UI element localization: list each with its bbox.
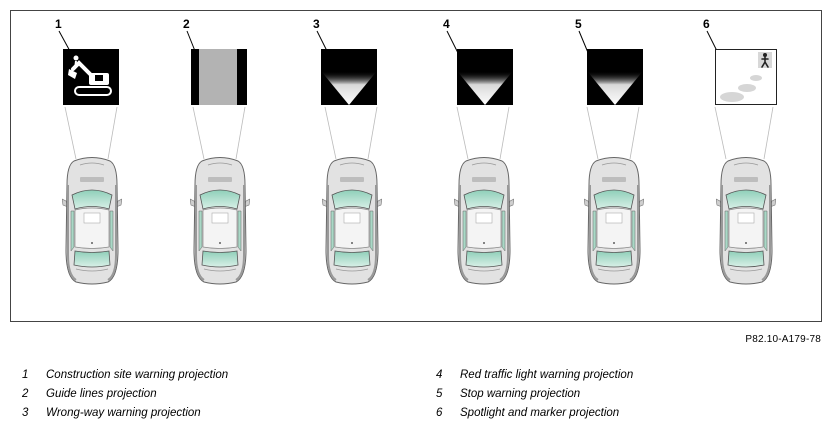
car-top-view (584, 155, 644, 285)
callout-number: 6 (703, 17, 710, 31)
legend-text: Red traffic light warning projection (460, 369, 634, 381)
legend-number: 4 (436, 369, 443, 381)
panel-stop: 5 (565, 11, 685, 321)
callout-number: 2 (183, 17, 190, 31)
legend-number: 1 (22, 369, 29, 381)
car-top-view (454, 155, 514, 285)
panel-red-traffic-light: 4 (433, 11, 553, 321)
car-top-view (322, 155, 382, 285)
panel-spotlight-marker: 6 (695, 11, 815, 321)
panel-construction: 1 (39, 11, 159, 321)
legend-number: 6 (436, 407, 443, 419)
car-top-view (190, 155, 250, 285)
projection-beams (64, 106, 118, 160)
projection-beams (456, 106, 510, 160)
legend-text: Guide lines projection (46, 388, 157, 400)
light-cone-icon (321, 49, 377, 105)
projection-beams (324, 106, 378, 160)
legend-number: 5 (436, 388, 443, 400)
legend-text: Construction site warning projection (46, 369, 229, 381)
panel-wrong-way: 3 (303, 11, 423, 321)
figure-reference-code: P82.10-A179-78 (745, 334, 821, 345)
light-cone-icon (457, 49, 513, 105)
callout-number: 5 (575, 17, 582, 31)
legend-number: 2 (22, 388, 29, 400)
callout-leader (186, 30, 196, 52)
illustration-frame: 1 2 3 (10, 10, 822, 322)
callout-number: 4 (443, 17, 450, 31)
guide-lines-icon (191, 49, 247, 105)
panel-guide-lines: 2 (171, 11, 291, 321)
car-top-view (62, 155, 122, 285)
legend-number: 3 (22, 407, 29, 419)
car-top-view (716, 155, 776, 285)
legend-text: Wrong-way warning projection (46, 407, 201, 419)
light-cone-icon (587, 49, 643, 105)
callout-number: 1 (55, 17, 62, 31)
callout-number: 3 (313, 17, 320, 31)
legend-text: Stop warning projection (460, 388, 581, 400)
projection-beams (586, 106, 640, 160)
construction-excavator-icon (63, 49, 119, 105)
legend-text: Spotlight and marker projection (460, 407, 620, 419)
projection-beams (714, 106, 774, 160)
projection-beams (192, 106, 246, 160)
pedestrian-spotlight-icon (715, 49, 777, 105)
